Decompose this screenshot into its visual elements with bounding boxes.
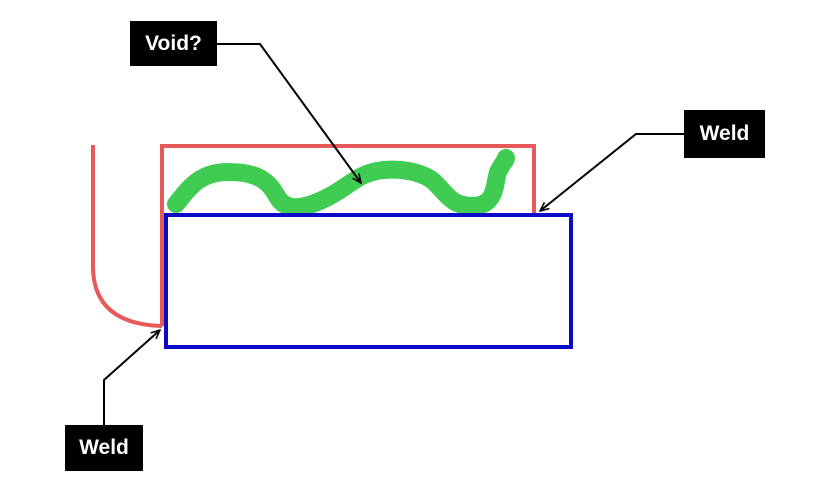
- weld-left-label-text: Weld: [79, 436, 129, 459]
- blue-part-rectangle: [164, 213, 573, 349]
- weld-left-arrow: [103, 330, 160, 425]
- void-arrow: [217, 43, 361, 183]
- weld-right-arrow: [540, 133, 684, 211]
- weld-right-label: Weld: [684, 110, 765, 158]
- void-squiggle: [167, 149, 515, 217]
- weld-right-label-text: Weld: [699, 122, 750, 145]
- void-label: Void?: [130, 21, 217, 66]
- void-label-text: Void?: [145, 31, 202, 55]
- red-inner-rectangle: [160, 144, 536, 326]
- red-outer-part: [91, 145, 163, 328]
- weld-left-label: Weld: [65, 425, 143, 471]
